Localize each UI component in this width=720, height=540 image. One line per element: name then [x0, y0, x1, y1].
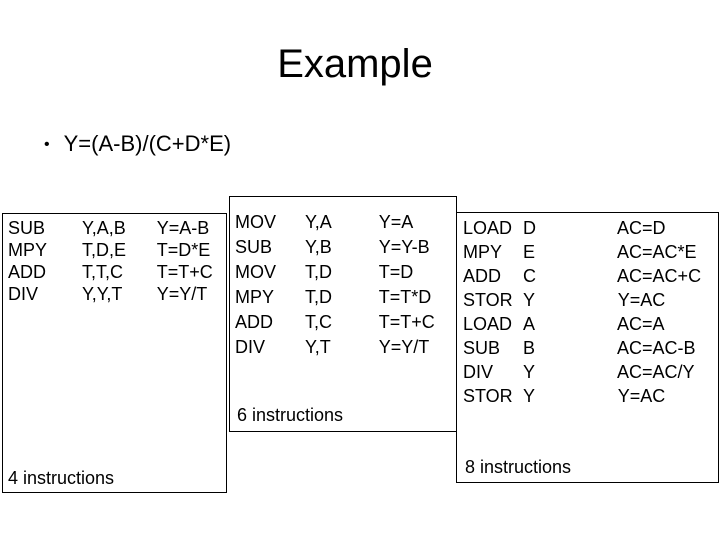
instruction-result: Y=A-B	[156, 218, 210, 238]
instruction-opcode: MOV	[235, 212, 277, 232]
instruction-result: T=D*E	[156, 240, 211, 260]
instruction-operands: A	[523, 314, 536, 334]
bullet-icon: •	[44, 136, 50, 153]
instruction-operands: Y,A,B	[82, 218, 126, 238]
instruction-result: AC=AC/Y	[617, 362, 695, 382]
instruction-list: LOAD D AC=D MPY E AC=AC*E ADD C AC=AC+C …	[457, 213, 718, 408]
instruction-result: Y=Y/T	[156, 284, 208, 304]
instruction-operands: Y	[523, 290, 536, 310]
instruction-opcode: MPY	[235, 287, 275, 307]
instruction-result: Y=AC	[617, 386, 666, 406]
instruction-operands: B	[523, 338, 536, 358]
instruction-result: Y=A	[378, 212, 414, 232]
instruction-operands: D	[523, 218, 537, 238]
instruction-opcode: ADD	[463, 266, 502, 286]
bullet-text: Y=(A-B)/(C+D*E)	[63, 131, 232, 156]
instruction-operands: T,T,C	[82, 262, 124, 282]
instruction-row: SUB Y,A,B Y=A-B	[8, 217, 226, 239]
instruction-opcode: LOAD	[463, 314, 513, 334]
instruction-row: SUB Y,B Y=Y-B	[235, 235, 456, 260]
instruction-result: Y=AC	[617, 290, 666, 310]
instruction-operands: E	[523, 242, 536, 262]
instruction-row: STOR Y Y=AC	[463, 288, 718, 312]
instruction-result: T=D	[378, 262, 414, 282]
instruction-opcode: DIV	[235, 337, 266, 357]
instruction-row: LOAD D AC=D	[463, 216, 718, 240]
instruction-opcode: SUB	[8, 218, 46, 238]
instruction-result: Y=Y/T	[378, 337, 430, 357]
instruction-operands: T,D	[305, 287, 333, 307]
instruction-opcode: ADD	[235, 312, 274, 332]
instruction-row: LOAD A AC=A	[463, 312, 718, 336]
three-address-instructions-box: SUB Y,A,B Y=A-B MPY T,D,E T=D*E ADD T,T,…	[2, 213, 227, 493]
instruction-row: MOV Y,A Y=A	[235, 210, 456, 235]
instruction-row: STOR Y Y=AC	[463, 384, 718, 408]
instruction-opcode: SUB	[463, 338, 501, 358]
instruction-opcode: STOR	[463, 290, 513, 310]
instruction-row: DIV Y,T Y=Y/T	[235, 335, 456, 360]
instruction-count-label: 6 instructions	[237, 405, 344, 425]
one-address-instructions-box: LOAD D AC=D MPY E AC=AC*E ADD C AC=AC+C …	[456, 212, 719, 483]
instruction-opcode: DIV	[463, 362, 494, 382]
instruction-row: MOV T,D T=D	[235, 260, 456, 285]
instruction-list: SUB Y,A,B Y=A-B MPY T,D,E T=D*E ADD T,T,…	[3, 214, 226, 305]
instruction-row: MPY T,D,E T=D*E	[8, 239, 226, 261]
instruction-result: AC=AC-B	[617, 338, 696, 358]
instruction-result: T=T*D	[378, 287, 432, 307]
instruction-opcode: ADD	[8, 262, 47, 282]
instruction-opcode: MOV	[235, 262, 277, 282]
instruction-row: MPY T,D T=T*D	[235, 285, 456, 310]
instruction-operands: Y,Y,T	[82, 284, 123, 304]
instruction-result: AC=AC+C	[617, 266, 702, 286]
instruction-row: ADD T,T,C T=T+C	[8, 261, 226, 283]
instruction-operands: T,D,E	[82, 240, 127, 260]
instruction-opcode: LOAD	[463, 218, 513, 238]
instruction-operands: Y,B	[305, 237, 332, 257]
instruction-operands: T,D	[305, 262, 333, 282]
instruction-operands: Y	[523, 362, 536, 382]
instruction-result: AC=A	[617, 314, 665, 334]
instruction-result: AC=D	[617, 218, 666, 238]
instruction-opcode: DIV	[8, 284, 39, 304]
instruction-opcode: STOR	[463, 386, 513, 406]
instruction-list: MOV Y,A Y=A SUB Y,B Y=Y-B MOV T,D T=D MP…	[230, 197, 456, 360]
page-title: Example	[277, 42, 433, 86]
instruction-opcode: SUB	[235, 237, 273, 257]
instruction-row: ADD C AC=AC+C	[463, 264, 718, 288]
instruction-opcode: MPY	[463, 242, 503, 262]
instruction-operands: Y	[523, 386, 536, 406]
instruction-row: DIV Y AC=AC/Y	[463, 360, 718, 384]
instruction-operands: Y,T	[305, 337, 331, 357]
instruction-count-label: 4 instructions	[8, 468, 115, 488]
instruction-result: AC=AC*E	[617, 242, 697, 262]
instruction-count-label: 8 instructions	[465, 457, 572, 477]
instruction-result: Y=Y-B	[378, 237, 430, 257]
instruction-operands: T,C	[305, 312, 333, 332]
bullet-line: • Y=(A-B)/(C+D*E)	[44, 131, 231, 157]
instruction-result: T=T+C	[156, 262, 213, 282]
instruction-operands: Y,A	[305, 212, 332, 232]
instruction-row: ADD T,C T=T+C	[235, 310, 456, 335]
instruction-row: MPY E AC=AC*E	[463, 240, 718, 264]
instruction-opcode: MPY	[8, 240, 48, 260]
instruction-result: T=T+C	[378, 312, 435, 332]
instruction-operands: C	[523, 266, 537, 286]
two-address-instructions-box: MOV Y,A Y=A SUB Y,B Y=Y-B MOV T,D T=D MP…	[229, 196, 457, 432]
instruction-row: SUB B AC=AC-B	[463, 336, 718, 360]
instruction-row: DIV Y,Y,T Y=Y/T	[8, 283, 226, 305]
